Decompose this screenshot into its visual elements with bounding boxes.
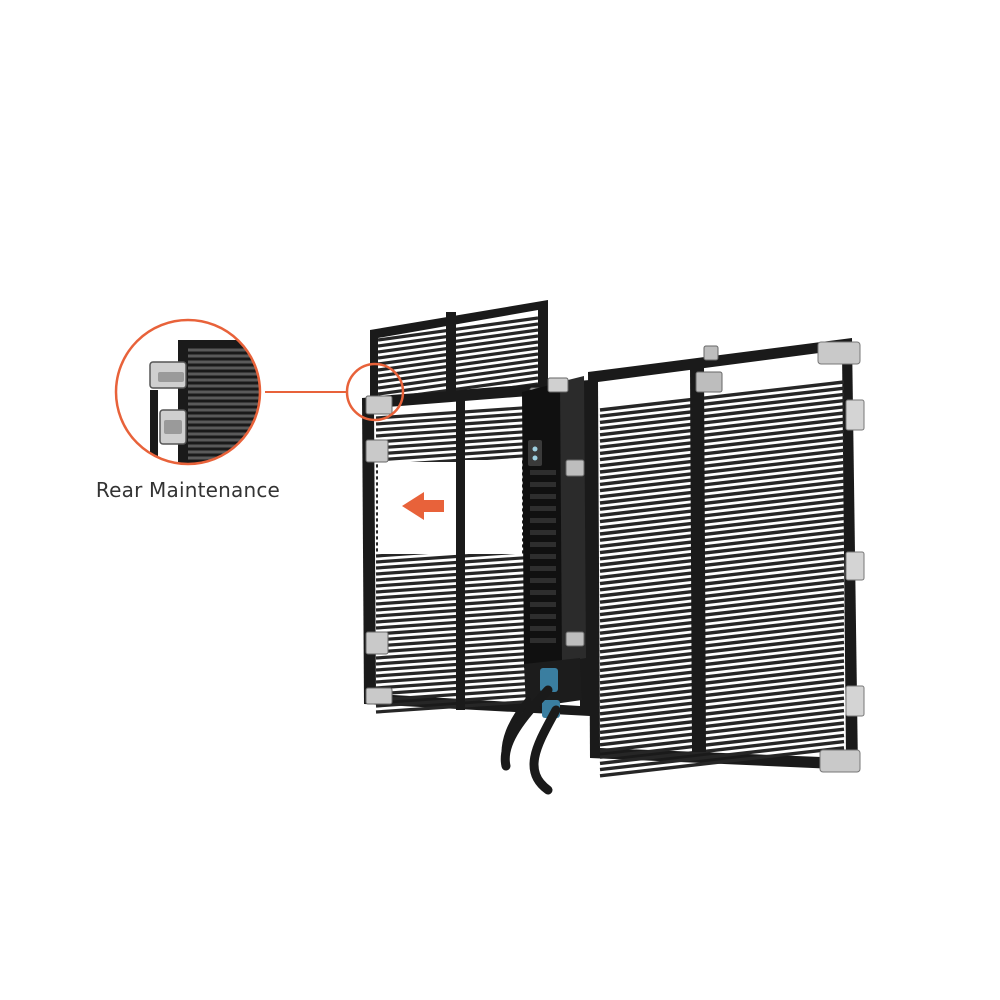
rear-maintenance-label: Rear Maintenance bbox=[95, 478, 281, 502]
slat bbox=[599, 535, 845, 567]
vent bbox=[530, 530, 556, 535]
slat bbox=[599, 628, 845, 660]
slat bbox=[377, 340, 539, 366]
slat bbox=[599, 746, 845, 778]
slat bbox=[377, 334, 539, 360]
slat bbox=[599, 727, 845, 759]
slat bbox=[599, 708, 845, 741]
slat bbox=[599, 429, 845, 462]
slat bbox=[599, 516, 845, 549]
slat bbox=[599, 591, 845, 623]
slat bbox=[599, 702, 845, 735]
vent bbox=[530, 614, 556, 619]
slat bbox=[599, 715, 845, 747]
vent bbox=[530, 554, 556, 559]
slat bbox=[599, 454, 845, 487]
slat bbox=[377, 358, 539, 384]
slat bbox=[377, 316, 539, 342]
slat bbox=[599, 491, 845, 524]
slat bbox=[599, 671, 845, 704]
slat bbox=[599, 646, 845, 679]
slat bbox=[599, 442, 845, 474]
zoom-callout bbox=[114, 318, 405, 466]
vent bbox=[530, 638, 556, 643]
slat bbox=[599, 721, 845, 753]
arrow-left-icon bbox=[402, 492, 444, 520]
vent bbox=[530, 542, 556, 547]
slat bbox=[599, 659, 845, 691]
slat bbox=[599, 739, 845, 772]
vent bbox=[530, 578, 556, 583]
slat bbox=[599, 653, 845, 685]
slat bbox=[599, 615, 845, 648]
slat bbox=[599, 479, 845, 511]
slat bbox=[599, 417, 845, 449]
slat bbox=[599, 634, 845, 666]
slat bbox=[377, 346, 539, 372]
slat bbox=[599, 597, 845, 629]
vent bbox=[530, 506, 556, 511]
slat bbox=[599, 398, 845, 431]
slat bbox=[599, 622, 845, 654]
slat bbox=[599, 696, 845, 728]
slat bbox=[599, 504, 845, 536]
slat bbox=[599, 380, 845, 412]
slat bbox=[599, 609, 845, 642]
slat bbox=[377, 328, 539, 354]
slat bbox=[599, 485, 845, 518]
slat bbox=[599, 510, 845, 542]
vent bbox=[530, 482, 556, 487]
slat bbox=[599, 386, 845, 418]
slat bbox=[599, 733, 845, 766]
slat bbox=[599, 405, 845, 437]
slat bbox=[599, 448, 845, 480]
slat bbox=[377, 364, 539, 390]
slat bbox=[599, 436, 845, 468]
slat bbox=[599, 640, 845, 673]
slat bbox=[599, 423, 845, 456]
slat bbox=[599, 467, 845, 499]
slat bbox=[599, 677, 845, 710]
vent bbox=[530, 566, 556, 571]
vent bbox=[530, 494, 556, 499]
slat bbox=[599, 460, 845, 493]
slat bbox=[599, 578, 845, 611]
slat bbox=[599, 684, 845, 716]
slat bbox=[599, 473, 845, 505]
control-box bbox=[522, 376, 586, 718]
slat bbox=[599, 584, 845, 617]
slat bbox=[377, 352, 539, 378]
slat bbox=[599, 690, 845, 722]
slat bbox=[599, 560, 845, 592]
slat bbox=[599, 566, 845, 598]
slat bbox=[599, 522, 845, 555]
slat bbox=[599, 553, 845, 586]
slat bbox=[599, 529, 845, 561]
slat bbox=[599, 665, 845, 697]
vent bbox=[530, 590, 556, 595]
slat bbox=[599, 392, 845, 425]
slat bbox=[377, 370, 539, 396]
slat bbox=[599, 603, 845, 635]
right-cabinet-slats bbox=[599, 380, 845, 778]
vent bbox=[530, 626, 556, 631]
slat bbox=[599, 572, 845, 604]
slat bbox=[599, 411, 845, 443]
slat bbox=[599, 498, 845, 530]
cables bbox=[500, 685, 561, 795]
slat bbox=[599, 547, 845, 580]
vent bbox=[530, 602, 556, 607]
slat bbox=[377, 322, 539, 348]
right-cabinet bbox=[588, 338, 865, 778]
vent bbox=[530, 518, 556, 523]
vent bbox=[530, 470, 556, 475]
slat bbox=[599, 541, 845, 573]
